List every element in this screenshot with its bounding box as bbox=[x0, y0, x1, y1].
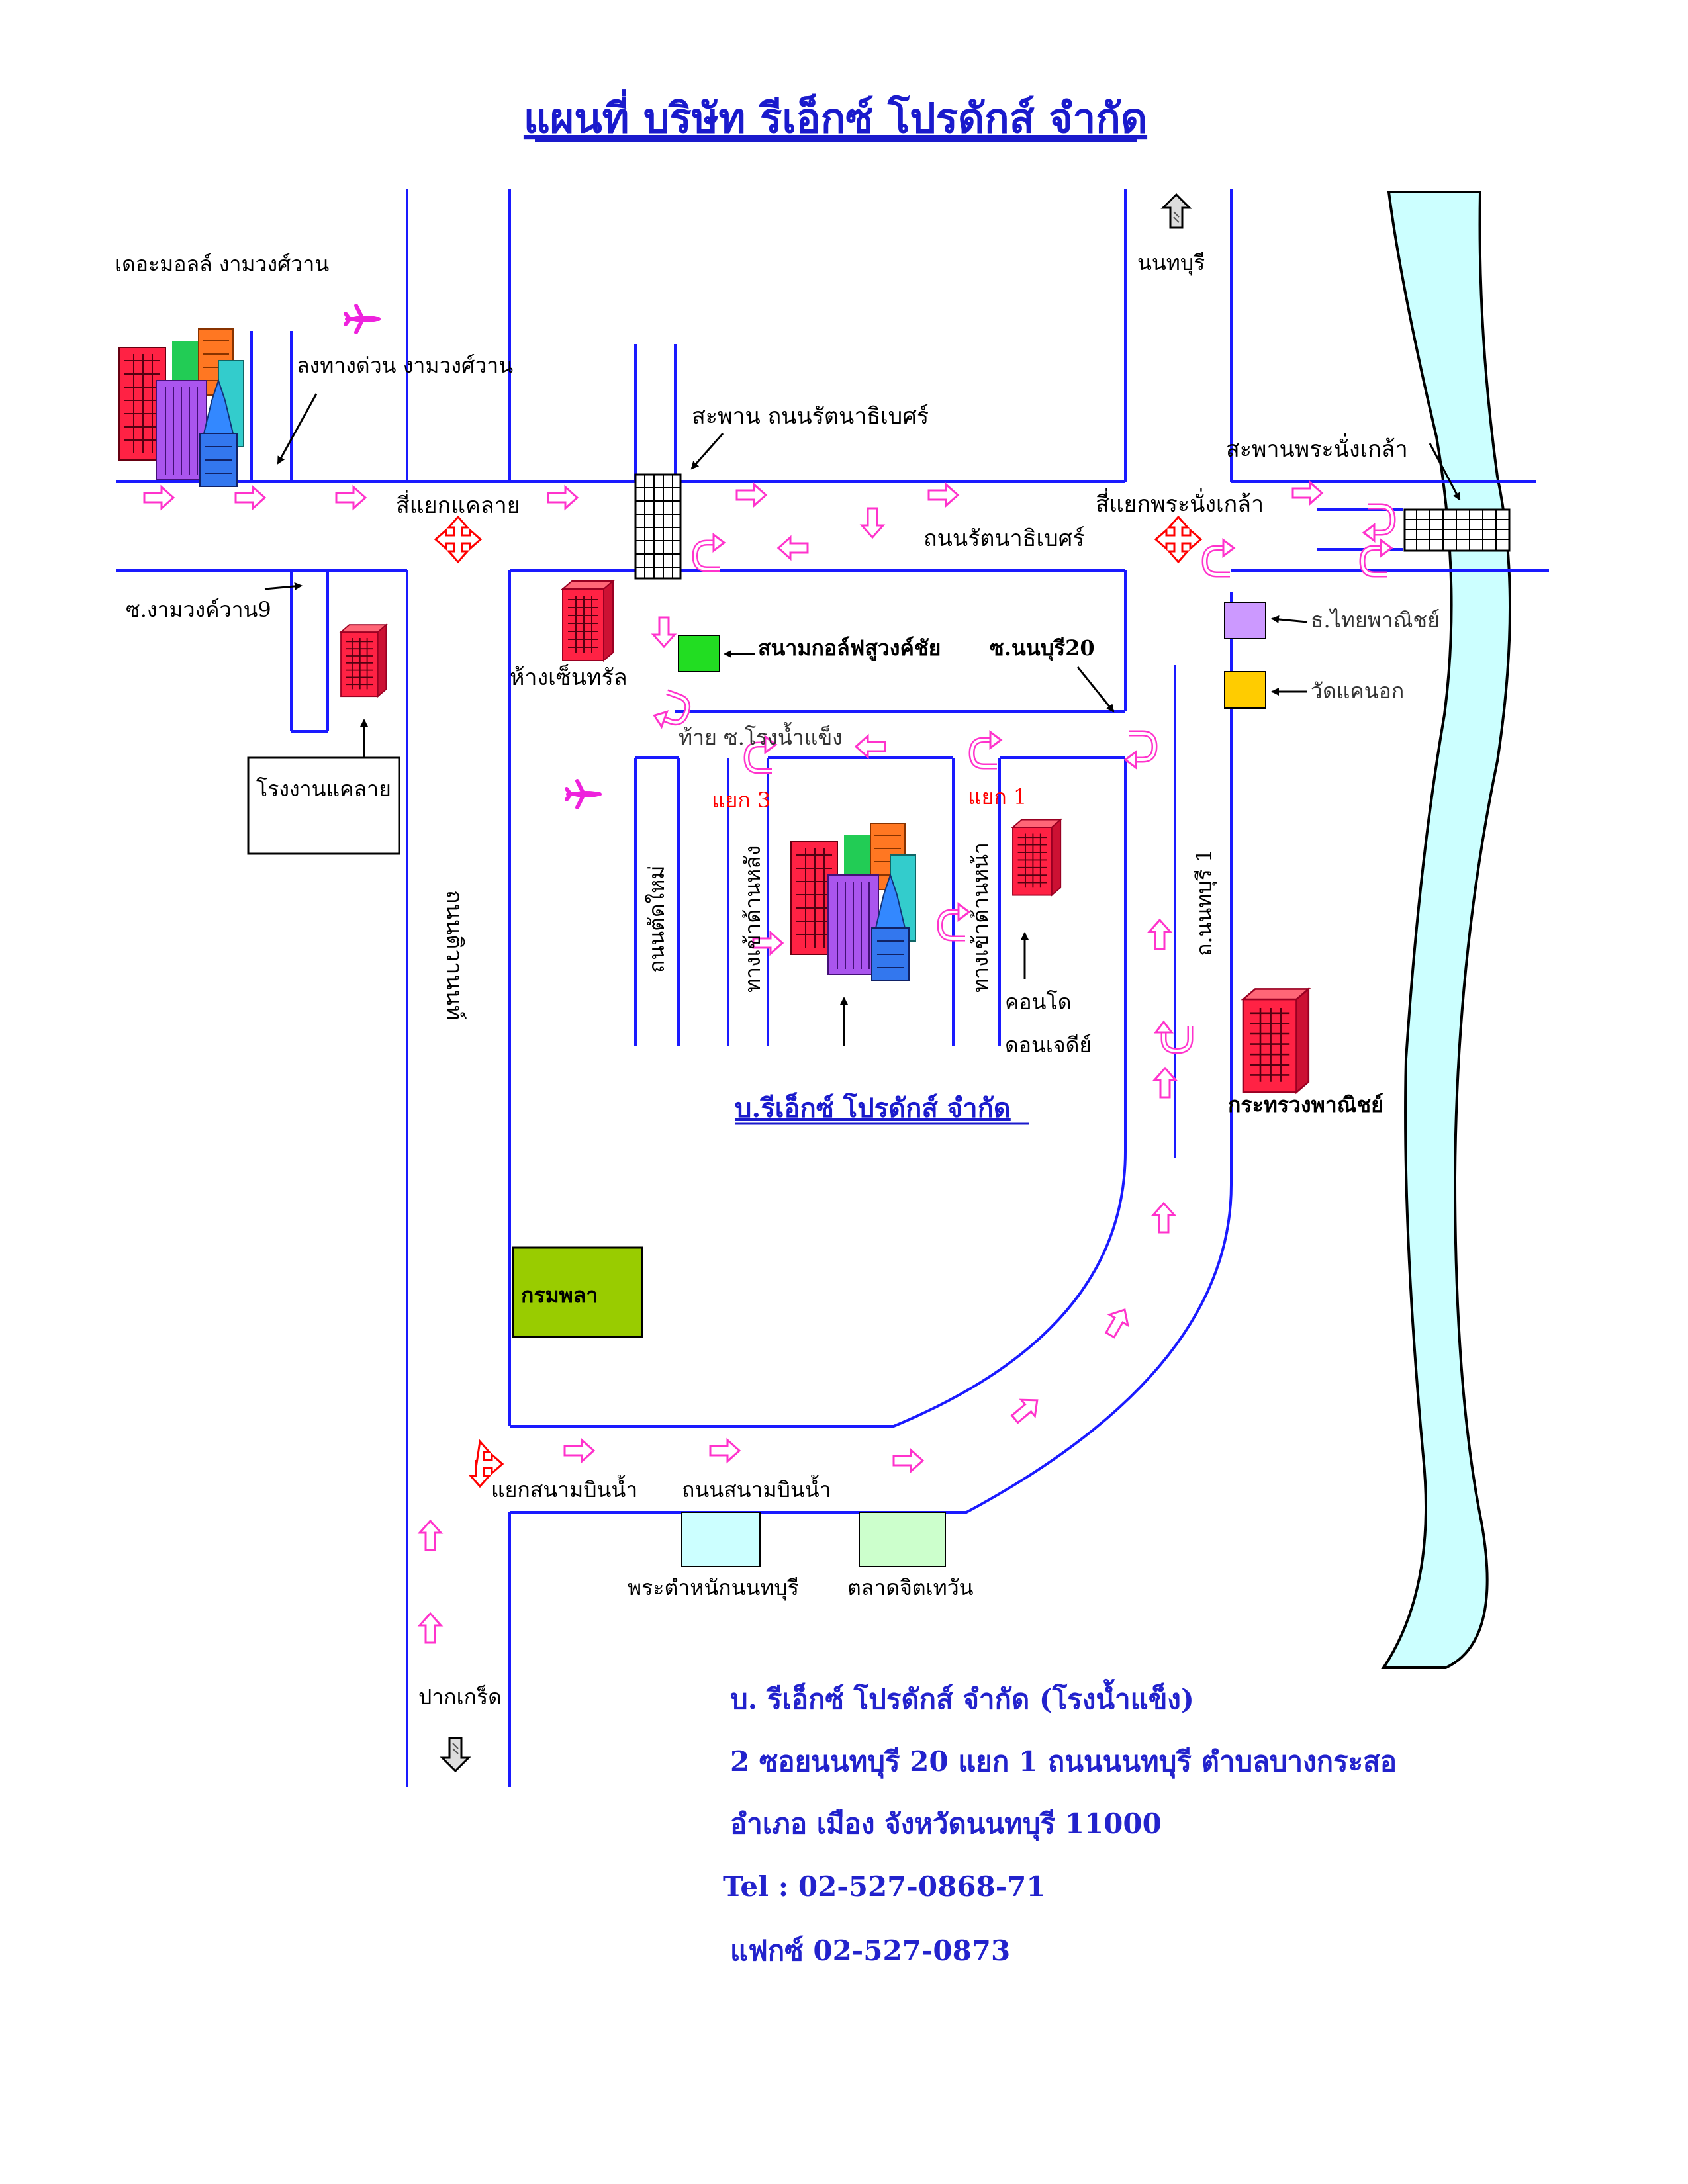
don-jedi-label: ดอนเจดีย์ bbox=[1005, 1032, 1092, 1058]
rear-entrance-label: ทางเข้าด้านหลัง bbox=[740, 846, 765, 993]
ministry-building-icon bbox=[1242, 988, 1310, 1093]
address-tel: Tel : 02-527-0868-71 bbox=[723, 1870, 1046, 1903]
map-title: แผนที่ บริษัท รีเอ็กซ์ โปรดักส์ จำกัด bbox=[524, 89, 1147, 142]
bridge-rattana-label: สะพาน ถนนรัตนาธิเบศร์ bbox=[692, 403, 929, 430]
branch3-label: แยก 3 bbox=[712, 788, 771, 813]
river bbox=[1381, 191, 1511, 1669]
khae-lai-junction-label: สี่แยกแคลาย bbox=[396, 490, 520, 519]
company-map-label: บ.รีเอ็กซ์ โปรดักส์ จำกัด bbox=[735, 1091, 1011, 1124]
phra-nang-klao-junction-label: สี่แยกพระนั่งเกล้า bbox=[1096, 488, 1264, 518]
pak-kret-label: ปากเกร็ด bbox=[418, 1684, 502, 1709]
condo-building-icon bbox=[1012, 819, 1062, 896]
bridge-phra-nang-klao-label: สะพานพระนั่งเกล้า bbox=[1226, 433, 1408, 463]
soi-ngamwongwan9-label: ซ.งามวงค์วาน9 bbox=[126, 597, 271, 622]
nonthaburi-north-label: นนทบุรี bbox=[1137, 250, 1205, 276]
golf-course-box bbox=[678, 635, 720, 672]
royal-residence-box bbox=[681, 1512, 761, 1567]
expressway-exit-label: ลงทางด่วน งามวงศ์วาน bbox=[297, 353, 513, 378]
south-arrow-icon bbox=[441, 1737, 470, 1772]
central-label: ห้างเซ็นทรัล bbox=[510, 664, 628, 691]
khae-lai-factory-box bbox=[247, 756, 400, 855]
sanam-bin-nam-junction-label: แยกสนามบินน้ำ bbox=[491, 1475, 637, 1502]
bank-box bbox=[1224, 602, 1266, 639]
ministry-commerce-label: กระทรวงพาณิชย์ bbox=[1228, 1092, 1383, 1117]
nonthaburi1-road-label: ถ.นนทบุรี 1 bbox=[1192, 849, 1217, 956]
dept-land-label: กรมพลา bbox=[521, 1283, 598, 1308]
royal-residence-label: พระตำหนักนนทบุรี bbox=[628, 1575, 799, 1601]
temple-label: วัดแคนอก bbox=[1311, 678, 1404, 704]
bank-label: ธ.ไทยพาณิชย์ bbox=[1311, 608, 1440, 633]
pointer-lines bbox=[264, 393, 1461, 1046]
address-line3: อำเภอ เมือง จังหวัดนนทบุรี 11000 bbox=[730, 1807, 1162, 1841]
the-mall-label: เดอะมอลล์ งามวงศ์วาน bbox=[115, 251, 329, 277]
sanam-bin-nam-road-label: ถนนสนามบินน้ำ bbox=[682, 1475, 831, 1502]
soi-nonburi20-label: ซ.นนบุรี20 bbox=[990, 635, 1095, 662]
address-line2: 2 ซอยนนทบุรี 20 แยก 1 ถนนนนทบุรี ตำบลบาง… bbox=[730, 1745, 1397, 1779]
rattana-road-label: ถนนรัตนาธิเบศร์ bbox=[923, 525, 1085, 552]
khae-lai-factory-label: โรงงานแคลาย bbox=[256, 776, 391, 801]
temple-box bbox=[1224, 671, 1266, 709]
condo-label: คอนโด bbox=[1005, 989, 1071, 1015]
market-label: ตลาดจิตเทวัน bbox=[847, 1575, 974, 1600]
junction-khae-lai-marker bbox=[434, 516, 482, 563]
north-arrow-icon bbox=[1162, 193, 1191, 229]
dept-land-box bbox=[512, 1246, 643, 1338]
market-box bbox=[859, 1512, 946, 1567]
central-building-icon bbox=[562, 580, 614, 661]
bridge-phra-nang-klao-graphic bbox=[1403, 508, 1511, 552]
road-network bbox=[116, 189, 1549, 1787]
tiwanon-road-label: ถนนติวานนท์ bbox=[441, 890, 467, 1020]
bridge-rattana-graphic bbox=[634, 473, 682, 580]
junction-phra-nang-klao-marker bbox=[1154, 516, 1202, 563]
golf-course-label: สนามกอล์ฟสูวงค์ชัย bbox=[758, 635, 941, 662]
the-mall-building-icon bbox=[118, 328, 244, 487]
expressway-icon bbox=[567, 781, 601, 807]
khae-lai-factory-building-icon bbox=[340, 624, 387, 698]
end-of-soi-label: ท้าย ซ.โรงน้ำแข็ง bbox=[679, 722, 843, 750]
new-cut-road-label: ถนนตัดใหม่ bbox=[644, 866, 669, 974]
company-building-icon bbox=[790, 823, 916, 981]
branch1-label: แยก 1 bbox=[968, 784, 1027, 809]
front-entrance-label: ทางเข้าด้านหน้า bbox=[968, 842, 993, 993]
address-fax: แฟกซ์ 02-527-0873 bbox=[730, 1934, 1010, 1967]
address-line1: บ. รีเอ็กซ์ โปรดักส์ จำกัด (โรงน้ำแข็ง) bbox=[730, 1678, 1194, 1715]
expressway-icon bbox=[346, 306, 380, 332]
